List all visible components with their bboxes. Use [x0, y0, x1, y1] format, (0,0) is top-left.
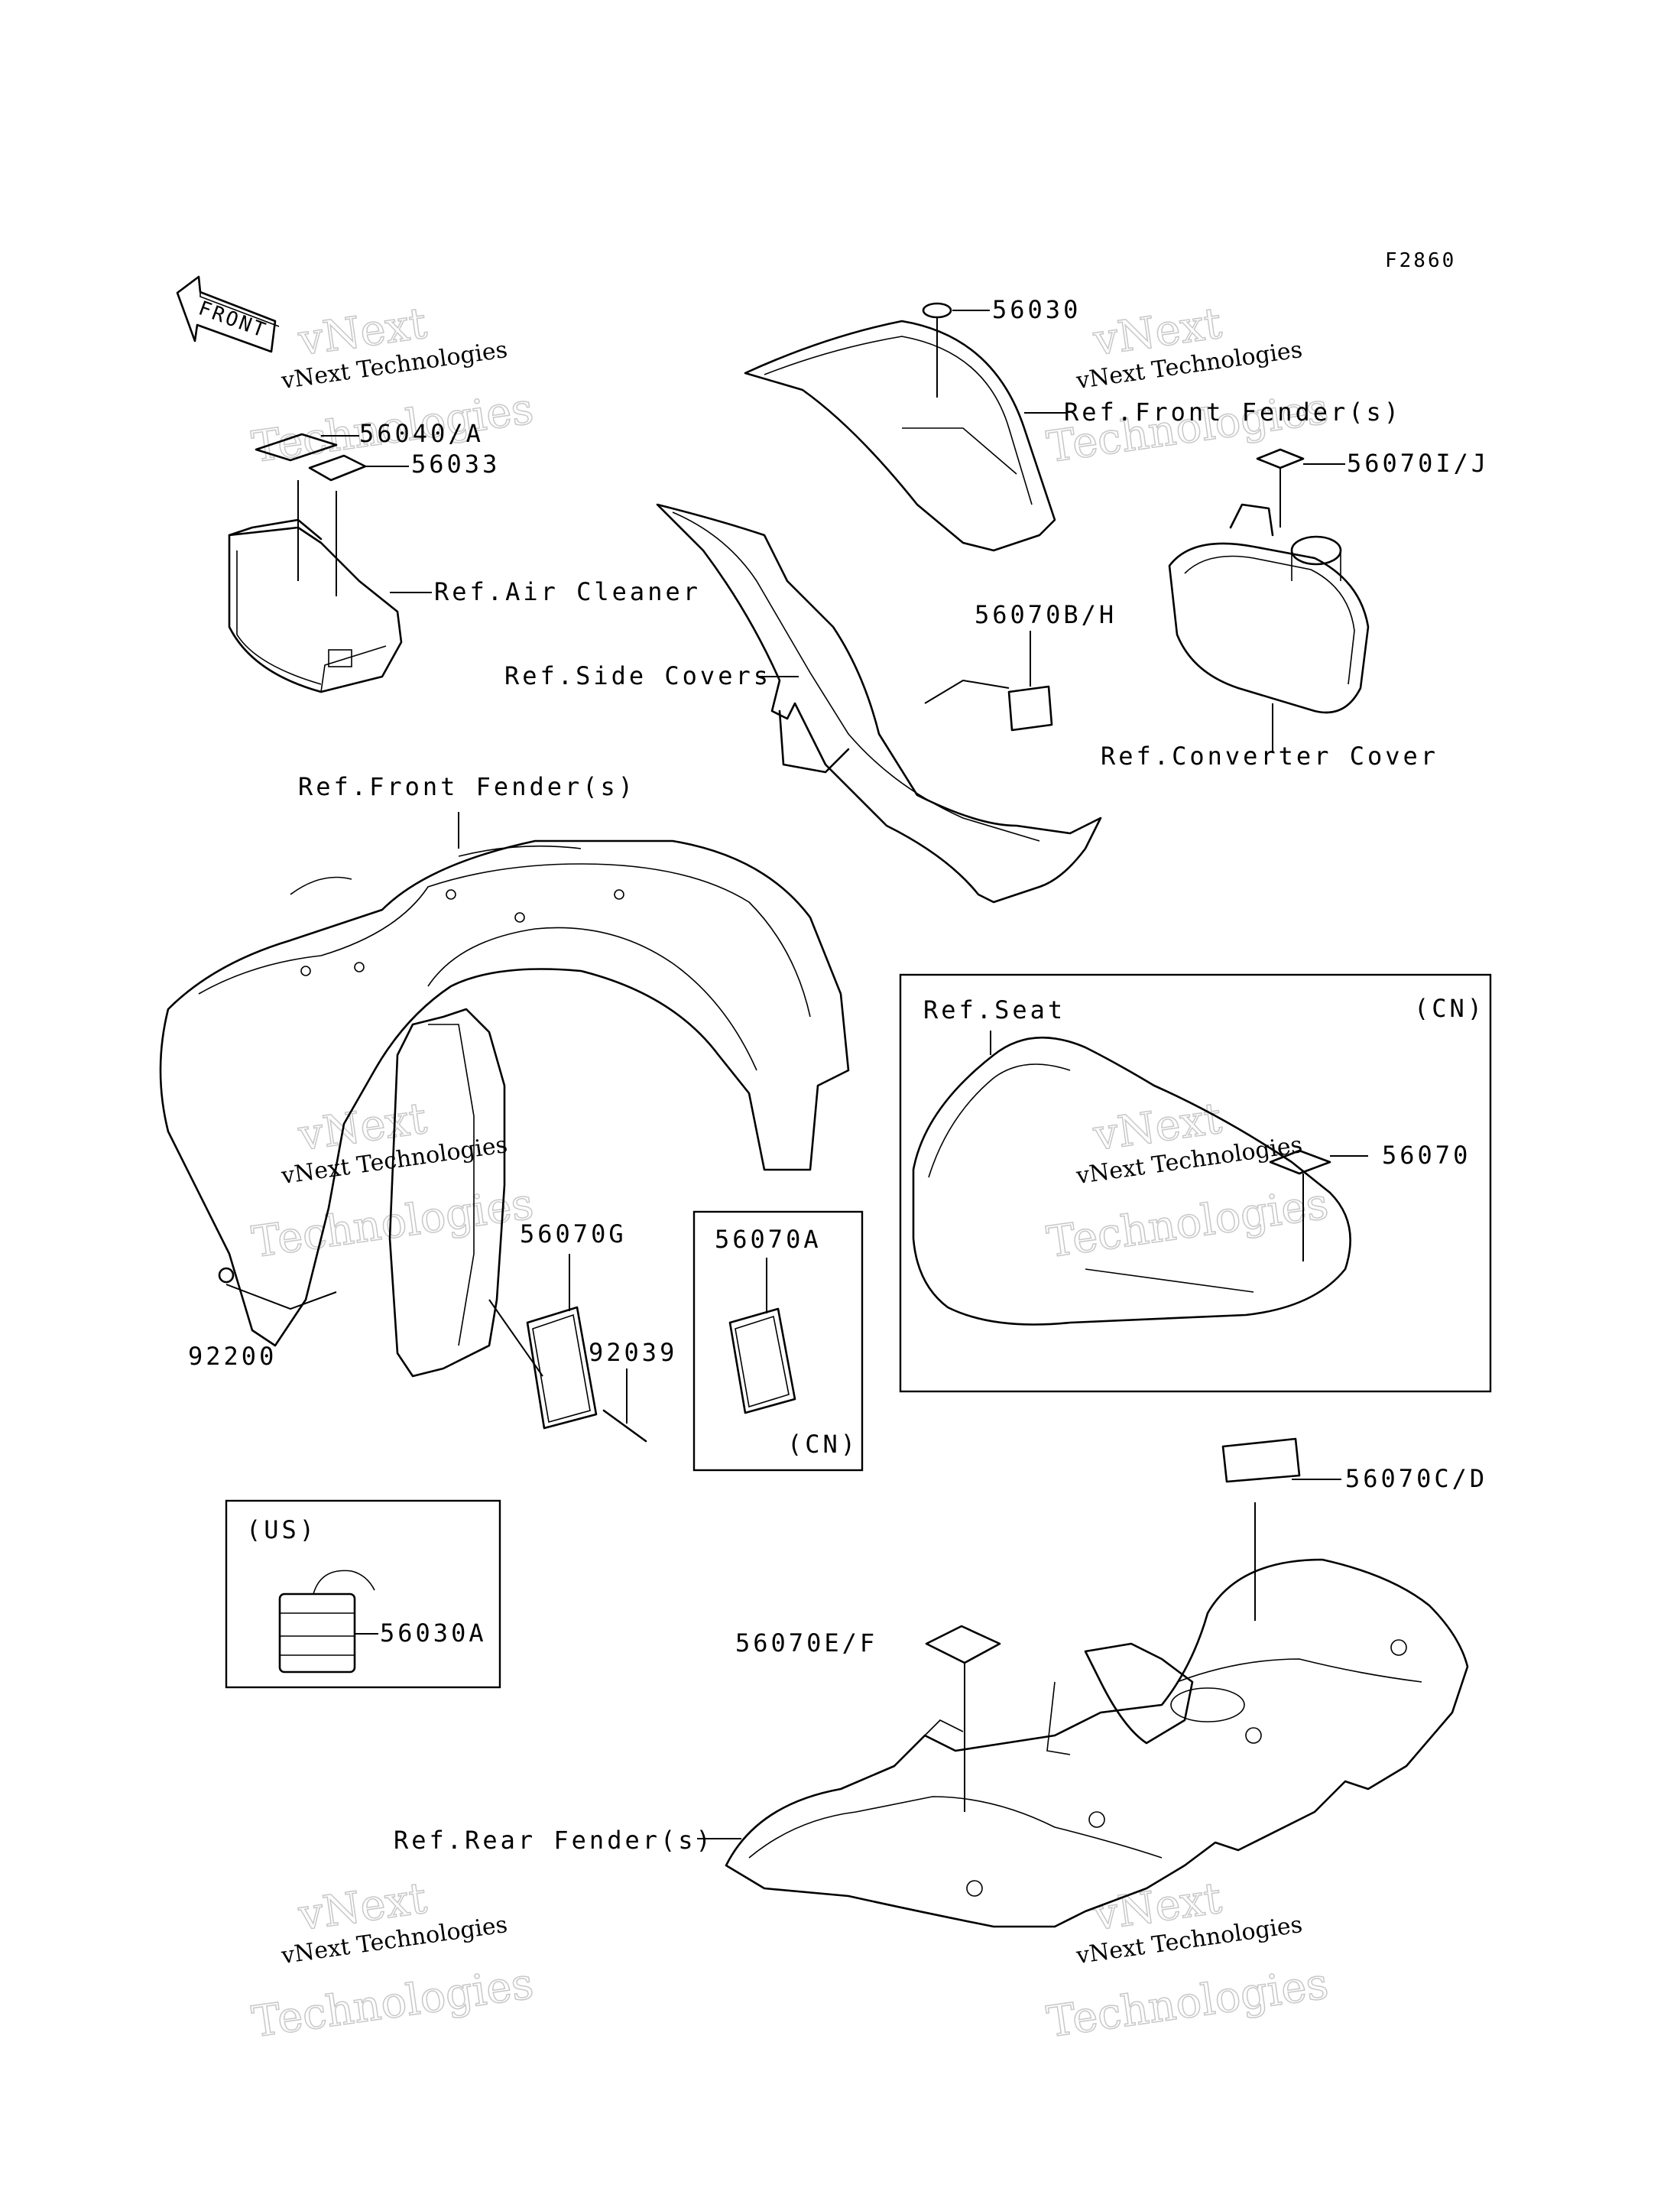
grommet-92200-icon: [218, 1267, 235, 1284]
callout-56070a: 56070A: [715, 1225, 822, 1254]
watermark-mid-left: vNext Technologies vNext Technologies: [248, 1093, 537, 1268]
callout-56070ef: 56070E/F: [735, 1628, 877, 1657]
callout-ref-front-fender-main: Ref.Front Fender(s): [298, 772, 636, 801]
front-fender-top-icon: [744, 320, 1056, 552]
decal-56070cd-icon: [1221, 1437, 1301, 1483]
callout-92039: 92039: [589, 1338, 677, 1367]
callout-56030: 56030: [992, 295, 1081, 324]
watermark-bottom-right: vNext Technologies vNext Technologies: [1043, 1873, 1332, 2048]
cn-box-56070a-label: (CN): [787, 1430, 858, 1459]
svg-text:Technologies: Technologies: [1044, 1179, 1331, 1268]
cn-box-seat-label: (CN): [1414, 994, 1485, 1023]
rear-fender-icon: [725, 1558, 1469, 1928]
svg-text:Technologies: Technologies: [249, 1959, 537, 2047]
callout-ref-seat: Ref.Seat: [923, 995, 1065, 1024]
clip-92039-icon: [602, 1409, 647, 1443]
us-box-label: (US): [246, 1515, 317, 1544]
svg-text:Technologies: Technologies: [1044, 1959, 1331, 2047]
cn-box-56070a: [692, 1210, 864, 1472]
us-box-56030a: [225, 1499, 501, 1689]
callout-ref-rear-fender: Ref.Rear Fender(s): [394, 1826, 714, 1855]
callout-56033: 56033: [411, 450, 500, 479]
front-fender-main-icon: [159, 839, 850, 1378]
figure-id: F2860: [1385, 249, 1456, 272]
callout-ref-air-cleaner: Ref.Air Cleaner: [434, 577, 701, 606]
decal-56070g-inner: [532, 1313, 591, 1424]
watermark-mid-right: vNext Technologies vNext Technologies: [1043, 1093, 1332, 1268]
decal-56070g-icon: [526, 1306, 598, 1430]
converter-cover-icon: [1168, 503, 1370, 714]
decal-56070-icon: [1269, 1149, 1331, 1175]
tag-56030a-icon: [278, 1570, 375, 1674]
front-arrow-icon: FRONT: [176, 275, 280, 353]
seat-icon: [912, 1036, 1351, 1326]
svg-text:Technologies: Technologies: [249, 1179, 537, 1268]
callout-ref-converter-cover: Ref.Converter Cover: [1101, 742, 1438, 771]
watermark-bottom-left: vNext Technologies vNext Technologies: [248, 1873, 537, 2048]
decal-56070ij-icon: [1256, 448, 1305, 469]
leader-92200: [225, 1284, 337, 1310]
decal-56040a-icon: [255, 433, 338, 462]
callout-56040a: 56040/A: [359, 419, 484, 448]
decal-56070ef-icon: [925, 1625, 1001, 1664]
callout-ref-side-covers: Ref.Side Covers: [504, 661, 771, 690]
decal-56070bh-icon: [1007, 685, 1053, 732]
callout-56070bh: 56070B/H: [975, 600, 1117, 629]
air-cleaner-icon: [228, 518, 403, 693]
callout-56070: 56070: [1382, 1141, 1471, 1170]
callout-ref-front-fender-top: Ref.Front Fender(s): [1064, 398, 1402, 427]
callout-56030a: 56030A: [380, 1618, 487, 1648]
cn-box-seat: [899, 973, 1492, 1393]
decal-56070a-inner: [735, 1315, 790, 1408]
decal-56070a-icon: [728, 1307, 796, 1414]
callout-56070ij: 56070I/J: [1347, 449, 1489, 478]
callout-56070g: 56070G: [520, 1219, 627, 1248]
leader-56070g-down: [488, 1299, 543, 1377]
callout-92200: 92200: [188, 1342, 277, 1371]
grommet-56030-icon: [922, 302, 952, 319]
leader-56070bh-side: [924, 679, 1010, 704]
side-covers-icon: [656, 503, 1102, 904]
callout-56070cd: 56070C/D: [1345, 1464, 1487, 1493]
